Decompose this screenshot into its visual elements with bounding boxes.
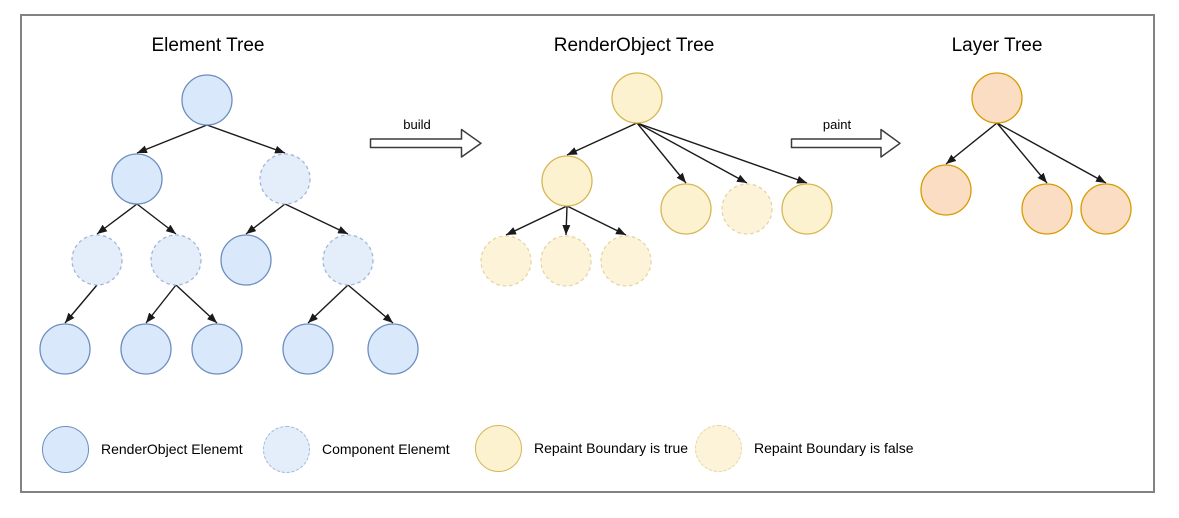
renderobject-tree-node-3 bbox=[721, 183, 773, 235]
element-tree-node-11 bbox=[367, 323, 419, 375]
renderobject-tree-edge-1-6 bbox=[562, 205, 571, 236]
layer-tree-node-3 bbox=[1080, 183, 1132, 235]
element-tree-edge-0-2 bbox=[206, 124, 286, 154]
layer-tree-title: Layer Tree bbox=[952, 35, 1043, 56]
legend-swatch-yellow-dashed bbox=[695, 424, 742, 472]
element-tree bbox=[39, 74, 419, 375]
element-tree-node-5 bbox=[220, 234, 272, 286]
legend-swatch-yellow-solid bbox=[475, 424, 522, 472]
element-tree-edge-2-5 bbox=[245, 203, 286, 235]
renderobject-tree-node-2 bbox=[660, 183, 712, 235]
element-tree-edge-1-4 bbox=[136, 203, 177, 235]
build-arrow-label: build bbox=[403, 117, 430, 132]
element-tree-edge-2-6 bbox=[284, 203, 349, 235]
element-tree-edge-6-11 bbox=[347, 284, 394, 324]
layer-tree-edge-0-1 bbox=[945, 122, 998, 165]
legend-label-renderobject-element: RenderObject Elenemt bbox=[101, 441, 243, 457]
element-tree-node-7 bbox=[39, 323, 91, 375]
element-tree-edge-4-9 bbox=[175, 284, 218, 324]
legend-label-component-element: Component Elenemt bbox=[322, 441, 450, 457]
element-tree-edge-4-8 bbox=[145, 284, 177, 324]
element-tree-node-4 bbox=[150, 234, 202, 286]
legend-swatch-blue-solid bbox=[42, 425, 89, 473]
renderobject-tree bbox=[480, 72, 833, 287]
paint-arrow-icon bbox=[790, 128, 901, 158]
renderobject-tree-edge-0-2 bbox=[636, 122, 687, 184]
element-tree-node-1 bbox=[111, 153, 163, 205]
element-tree-edge-3-7 bbox=[64, 284, 98, 324]
build-arrow-icon bbox=[369, 128, 482, 158]
legend-item-renderobject-element: RenderObject Elenemt bbox=[42, 424, 243, 474]
element-tree-node-9 bbox=[191, 323, 243, 375]
renderobject-tree-node-0 bbox=[611, 72, 663, 124]
element-tree-node-2 bbox=[259, 153, 311, 205]
element-tree-node-6 bbox=[322, 234, 374, 286]
renderobject-tree-edge-0-1 bbox=[566, 122, 638, 156]
layer-tree-node-2 bbox=[1021, 183, 1073, 235]
element-tree-node-8 bbox=[120, 323, 172, 375]
renderobject-tree-edge-1-5 bbox=[505, 205, 568, 236]
legend-item-repaint-boundary-false: Repaint Boundary is false bbox=[695, 423, 914, 473]
element-tree-title: Element Tree bbox=[152, 35, 265, 56]
layer-tree-edge-0-2 bbox=[996, 122, 1048, 184]
element-tree-edge-0-1 bbox=[136, 124, 208, 154]
renderobject-tree-edge-0-3 bbox=[636, 122, 748, 184]
layer-tree bbox=[920, 72, 1132, 235]
renderobject-tree-node-4 bbox=[781, 183, 833, 235]
layer-tree-edge-0-3 bbox=[996, 122, 1107, 184]
renderobject-tree-node-5 bbox=[480, 235, 532, 287]
renderobject-tree-edge-1-7 bbox=[566, 205, 627, 236]
element-tree-edge-6-10 bbox=[307, 284, 349, 324]
paint-arrow-label: paint bbox=[823, 117, 852, 132]
element-tree-edge-1-3 bbox=[96, 203, 138, 235]
renderobject-tree-node-7 bbox=[600, 235, 652, 287]
layer-tree-node-0 bbox=[971, 72, 1023, 124]
renderobject-tree-edge-0-4 bbox=[636, 122, 808, 184]
legend-swatch-blue-dashed bbox=[263, 425, 310, 473]
legend-item-component-element: Component Elenemt bbox=[263, 424, 450, 474]
renderobject-tree-node-1 bbox=[541, 155, 593, 207]
renderobject-tree-title: RenderObject Tree bbox=[554, 35, 715, 56]
renderobject-tree-node-6 bbox=[540, 235, 592, 287]
legend-item-repaint-boundary-true: Repaint Boundary is true bbox=[475, 423, 688, 473]
element-tree-node-0 bbox=[181, 74, 233, 126]
legend-label-repaint-boundary-false: Repaint Boundary is false bbox=[754, 440, 914, 456]
element-tree-node-3 bbox=[71, 234, 123, 286]
layer-tree-node-1 bbox=[920, 164, 972, 216]
element-tree-node-10 bbox=[282, 323, 334, 375]
legend-label-repaint-boundary-true: Repaint Boundary is true bbox=[534, 440, 689, 456]
